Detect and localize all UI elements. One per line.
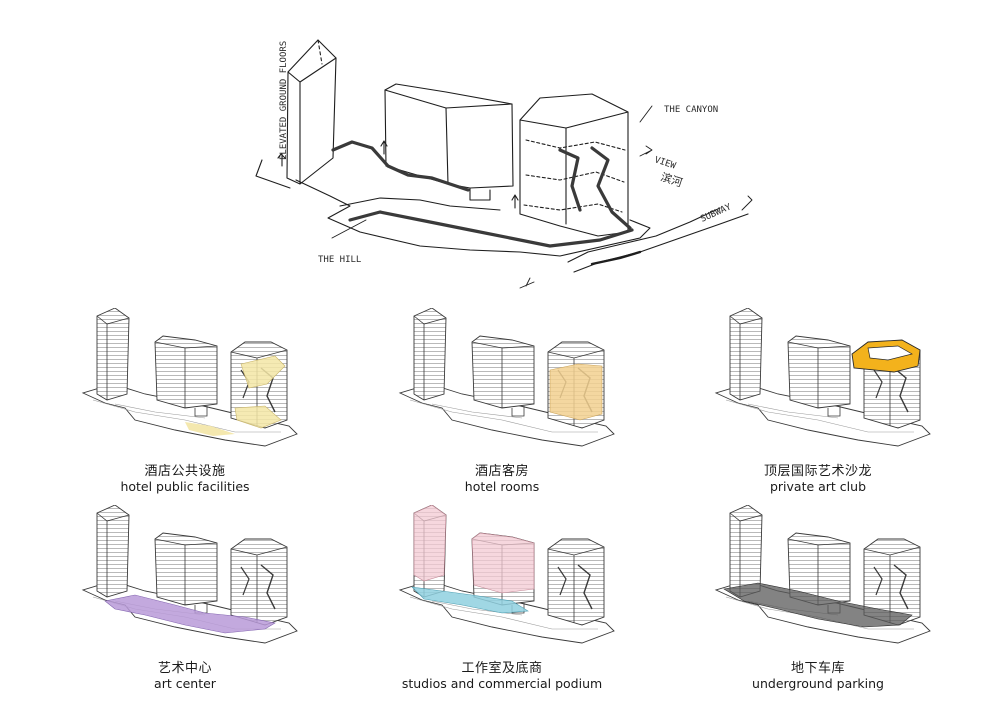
caption-en: private art club xyxy=(769,479,867,494)
annotation-view: VIEW xyxy=(653,155,677,171)
caption-zh: 酒店客房 xyxy=(474,464,529,479)
highlight-studios xyxy=(413,505,535,594)
caption-zh: 艺术中心 xyxy=(157,661,212,676)
caption-zh: 顶层国际艺术沙龙 xyxy=(763,464,872,479)
caption-zh: 酒店公共设施 xyxy=(144,464,226,479)
highlight-art-center xyxy=(104,594,276,634)
sketch-podium xyxy=(255,140,749,273)
annotation-river: 滨河 xyxy=(659,170,684,190)
panel-hotel-rooms: 酒店客房 hotel rooms xyxy=(352,308,652,498)
annotation-canyon: THE CANYON xyxy=(664,105,718,115)
annotation-hill: THE HILL xyxy=(318,255,361,265)
highlight-hotel-public xyxy=(234,355,286,429)
caption-en: hotel public facilities xyxy=(120,479,250,494)
panel-private-art-club: 顶层国际艺术沙龙 private art club xyxy=(668,308,968,498)
sketch-tower-right xyxy=(519,93,629,237)
panel-hotel-public-facilities: 酒店公共设施 hotel public facilities xyxy=(35,308,335,498)
caption-en: hotel rooms xyxy=(464,479,540,494)
caption-zh: 工作室及底商 xyxy=(461,661,543,676)
panel-studios-commercial: 工作室及底商 studios and commercial podium xyxy=(352,505,652,695)
caption-en: art center xyxy=(154,676,216,691)
highlight-parking xyxy=(723,582,913,628)
caption-en: studios and commercial podium xyxy=(401,676,603,691)
sketch-leaders xyxy=(331,105,753,289)
caption-zh: 地下车库 xyxy=(790,661,845,676)
caption-en: underground parking xyxy=(752,676,884,691)
highlight-hotel-public-podium xyxy=(185,422,235,436)
panel-art-center: 艺术中心 art center xyxy=(35,505,335,695)
concept-sketch: ELEVATED GROUND FLOORS THE CANYON VIEW 滨… xyxy=(255,39,753,289)
highlight-hotel-rooms xyxy=(549,363,603,421)
sketch-slab-middle xyxy=(384,83,514,201)
annotation-floors: ELEVATED GROUND FLOORS xyxy=(279,41,289,160)
panel-underground-parking: 地下车库 underground parking xyxy=(668,505,968,695)
sketch-tower-left xyxy=(286,39,337,185)
sketch-circulation-path xyxy=(331,140,634,248)
highlight-commercial-podium xyxy=(411,586,529,614)
